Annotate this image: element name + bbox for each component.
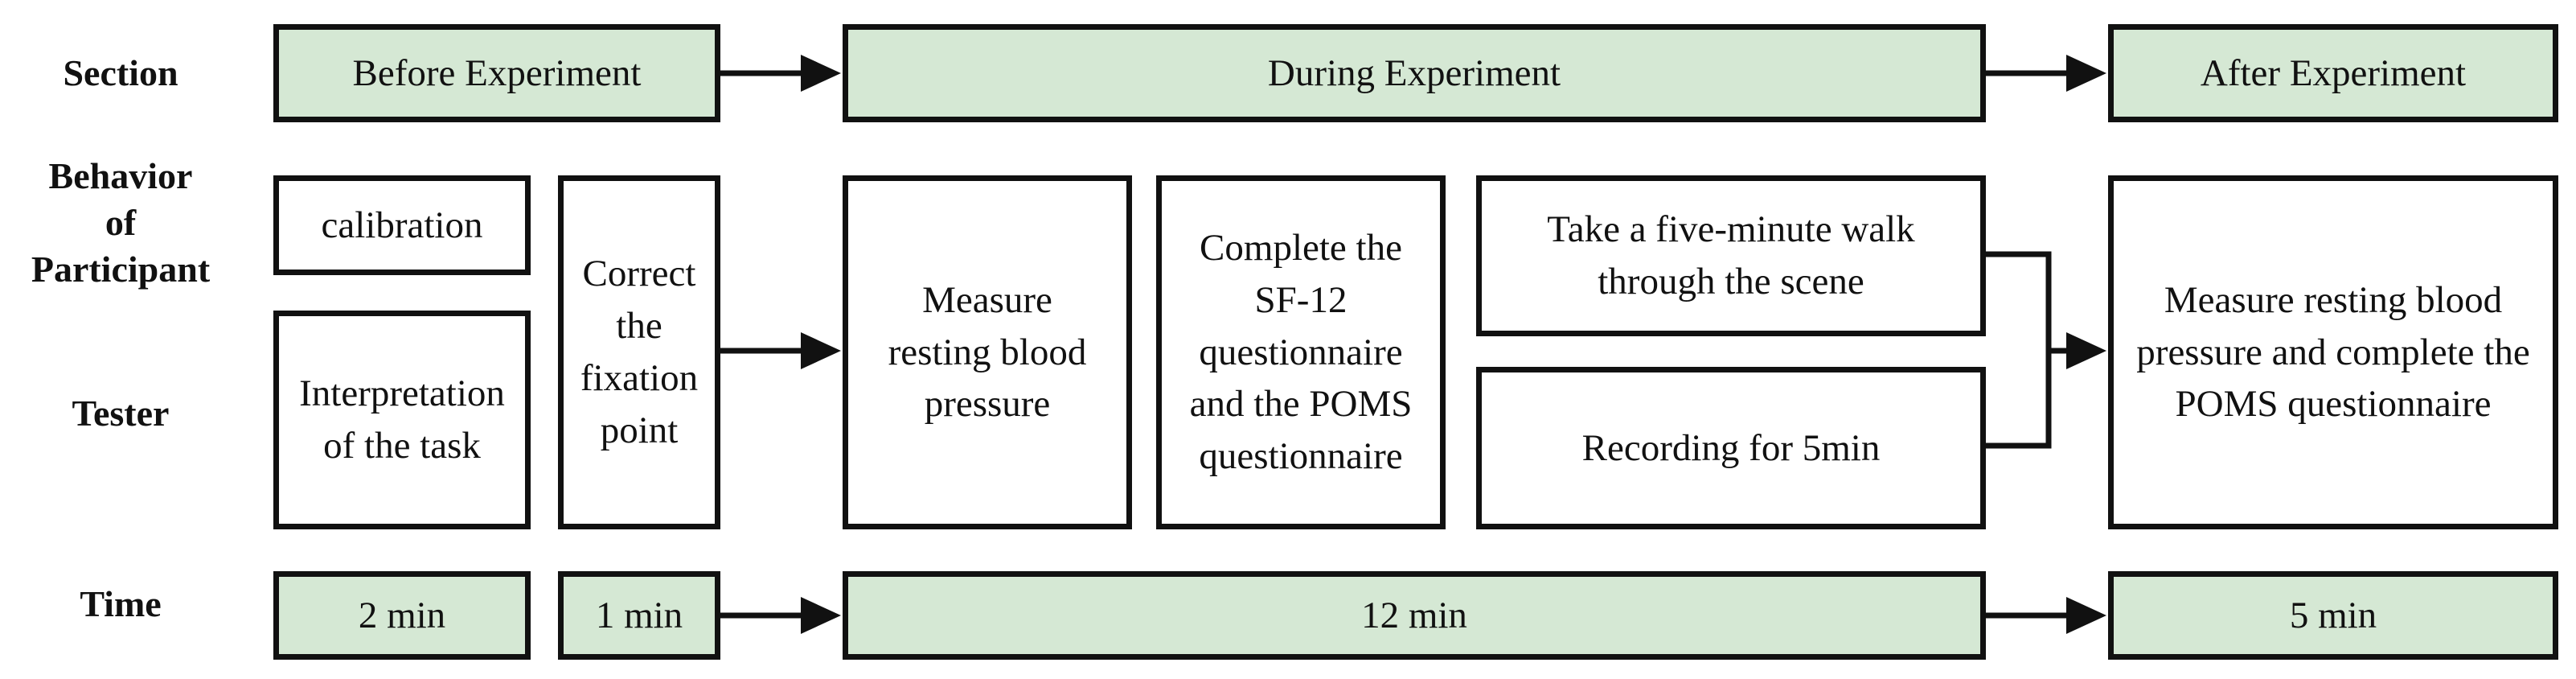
time-5-min-label: 5 min: [2289, 594, 2377, 636]
time-2-min-label: 2 min: [358, 594, 446, 636]
row-label-behavior-line3: Participant: [31, 248, 211, 290]
section-after-experiment: After Experiment: [2108, 24, 2558, 122]
box-five-minute-walk: Take a five-minute walk through the scen…: [1476, 175, 1986, 336]
arrowhead-during-to-after: [2066, 55, 2106, 92]
recording-text: Recording for 5min: [1581, 426, 1881, 469]
after-measure-text: Measure resting blood pressure and compl…: [2136, 278, 2530, 426]
box-questionnaires: Complete the SF-12 questionnaire and the…: [1156, 175, 1446, 529]
section-before-label: Before Experiment: [352, 51, 642, 94]
row-label-behavior-line2: of: [105, 201, 137, 243]
box-measure-resting-bp: Measure resting blood pressure: [843, 175, 1132, 529]
row-label-behavior-line1: Behavior: [48, 155, 193, 196]
section-during-label: During Experiment: [1267, 51, 1561, 94]
time-1-min-label: 1 min: [595, 594, 683, 636]
time-1-min: 1 min: [558, 571, 720, 660]
arrowhead-merge-to-after: [2066, 332, 2106, 369]
time-12-min: 12 min: [843, 571, 1986, 660]
row-label-time: Time: [80, 583, 162, 624]
box-after-measure: Measure resting blood pressure and compl…: [2108, 175, 2558, 529]
section-before-experiment: Before Experiment: [273, 24, 720, 122]
questionnaires-text: Complete the SF-12 questionnaire and the…: [1189, 226, 1413, 478]
time-12-min-label: 12 min: [1361, 594, 1467, 636]
box-interpretation-of-task: Interpretation of the task: [273, 311, 531, 529]
arrowhead-time-1-to-12: [801, 597, 841, 634]
box-recording-5min: Recording for 5min: [1476, 367, 1986, 529]
time-5-min: 5 min: [2108, 571, 2558, 660]
merge-connector: [1986, 251, 2052, 449]
interpretation-text: Interpretation of the task: [299, 372, 505, 467]
row-label-section: Section: [63, 52, 178, 93]
measure-bp-text: Measure resting blood pressure: [888, 278, 1087, 426]
arrowhead-fixation-to-measure: [801, 332, 841, 369]
time-2-min: 2 min: [273, 571, 531, 660]
row-label-behavior: Behavior of Participant: [16, 153, 225, 293]
arrowhead-time-12-to-5: [2066, 597, 2106, 634]
walk-text: Take a five-minute walk through the scen…: [1547, 208, 1915, 302]
correct-fixation-text: Correct the fixation point: [580, 253, 699, 451]
section-during-experiment: During Experiment: [843, 24, 1986, 122]
section-after-label: After Experiment: [2200, 51, 2467, 94]
arrowhead-before-to-during: [801, 55, 841, 92]
box-calibration: calibration: [273, 175, 531, 275]
calibration-text: calibration: [321, 204, 483, 246]
box-correct-fixation-point: Correct the fixation point: [558, 175, 720, 529]
row-label-tester: Tester: [72, 393, 170, 434]
